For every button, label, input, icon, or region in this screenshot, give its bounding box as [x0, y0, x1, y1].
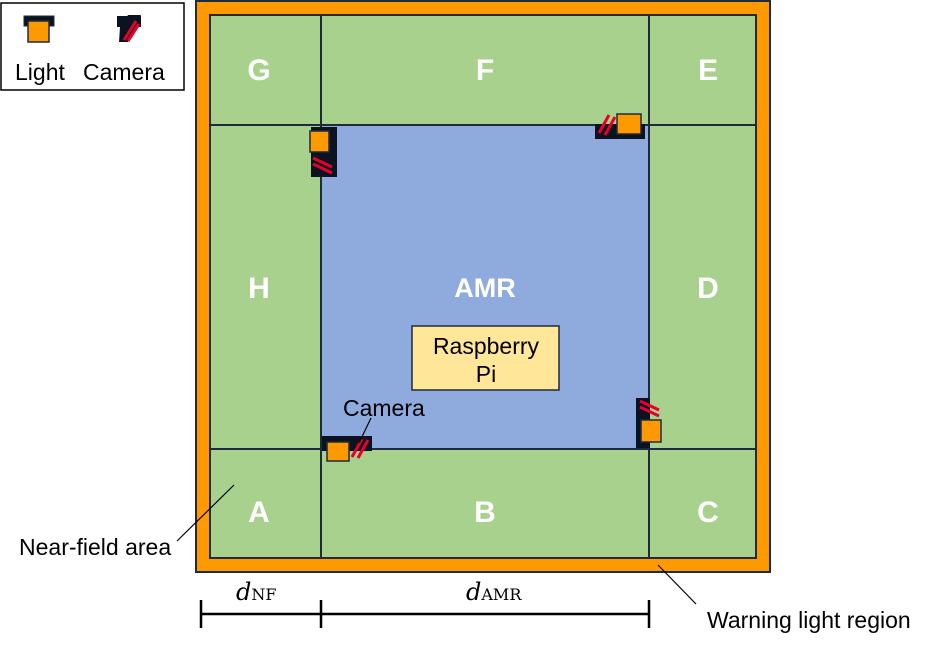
light-icon [23, 15, 55, 43]
zone-h-label: H [248, 272, 270, 305]
zone-a-label: A [248, 496, 270, 529]
d-nf-subscript: NF [251, 585, 276, 604]
sensor-unit-bottom-left [322, 436, 372, 462]
raspberry-pi-line2: Pi [476, 361, 496, 387]
d-amr-symbol: d [466, 578, 481, 606]
zone-g-label: G [247, 54, 270, 87]
d-amr-label: dAMR [466, 578, 522, 606]
camera-icon [312, 156, 333, 175]
light-icon [326, 441, 350, 462]
camera-icon [639, 399, 660, 418]
sensor-unit-top-left [309, 127, 337, 177]
legend: Light Camera [0, 2, 185, 91]
sensor-unit-top-right [595, 113, 645, 139]
zone-f-label: F [476, 54, 494, 87]
near-field-label: Near-field area [19, 534, 171, 560]
camera-icon [117, 15, 141, 42]
sensor-unit-bottom-right [636, 398, 662, 448]
zone-c-label: C [697, 496, 719, 529]
amr-label: AMR [454, 273, 516, 303]
camera-callout-label: Camera [343, 395, 425, 421]
zone-grid [210, 15, 756, 558]
d-nf-symbol: d [236, 578, 251, 606]
zone-b-label: B [474, 496, 496, 529]
camera-icon [350, 438, 370, 459]
zone-e-label: E [698, 54, 718, 87]
dimension-lines [199, 600, 651, 628]
camera-icon [597, 114, 617, 136]
zone-d-label: D [697, 272, 719, 305]
light-icon [309, 130, 330, 153]
raspberry-pi-line1: Raspberry [433, 333, 540, 359]
legend-camera-label: Camera [83, 59, 165, 85]
light-icon [616, 113, 642, 135]
d-amr-subscript: AMR [480, 585, 522, 604]
camera-callout-line [358, 417, 372, 444]
warning-light-label: Warning light region [707, 607, 911, 633]
light-icon [640, 419, 662, 443]
legend-light-label: Light [15, 59, 65, 85]
d-nf-label: dNF [236, 578, 276, 606]
warning-callout-line [657, 564, 697, 605]
raspberry-pi-box: Raspberry Pi [411, 325, 560, 391]
near-field-callout-line [176, 484, 235, 542]
